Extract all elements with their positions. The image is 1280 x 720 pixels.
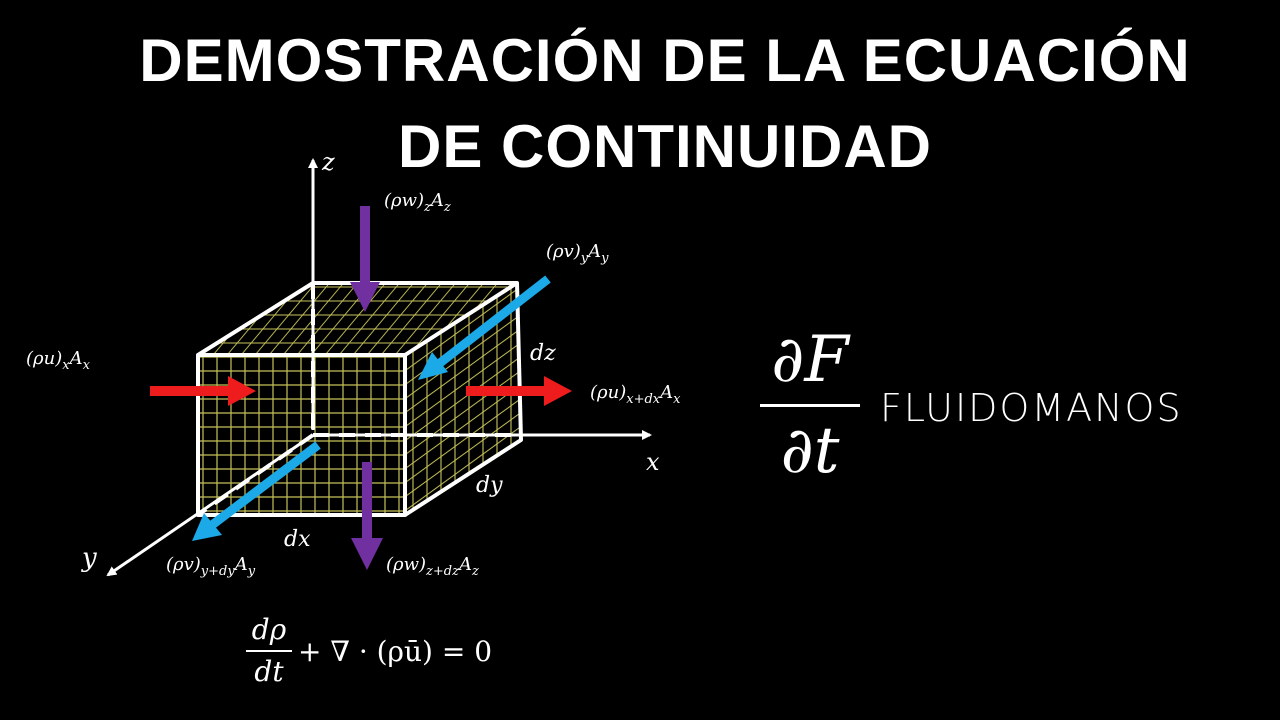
title-line-2: DE CONTINUIDAD (398, 113, 932, 180)
front-face (198, 355, 405, 515)
continuity-equation: dρ dt + ∇ · (ρū) = 0 (246, 606, 492, 696)
dim-label-dy: dy (476, 473, 503, 498)
brand-name: FLUIDOMANOS (880, 386, 1183, 430)
cube-edges (196, 281, 523, 517)
logo-denominator: ∂t (780, 414, 840, 488)
logo-numerator: ∂F (771, 323, 849, 397)
flux-label-w-in: (ρw)zAz (384, 190, 451, 215)
equation-denominator: dt (254, 655, 284, 688)
flux-label-u-out: (ρu)x+dxAx (590, 382, 681, 407)
axis-label-x: x (646, 448, 660, 476)
equation-fraction-bar (246, 650, 292, 652)
equation-numerator: dρ (251, 613, 287, 646)
arrow-w-out (351, 462, 383, 570)
axis-label-y: y (81, 543, 97, 573)
arrow-v-out (192, 441, 321, 541)
dim-label-dz: dz (530, 341, 556, 366)
logo-fraction: ∂F ∂t (760, 320, 860, 491)
title-line-1: DEMOSTRACIÓN DE LA ECUACIÓN (139, 27, 1191, 94)
top-face (198, 283, 517, 355)
equation-fraction: dρ dt (246, 612, 292, 690)
arrow-u-in (150, 376, 256, 406)
hidden-edge-diagonal (196, 433, 315, 517)
flux-label-v-in: (ρv)yAy (546, 241, 609, 266)
flux-label-u-in: (ρu)xAx (26, 348, 91, 373)
flux-label-v-out: (ρv)y+dyAy (166, 554, 256, 579)
page-title: DEMOSTRACIÓN DE LA ECUACIÓN DE CONTINUID… (0, 18, 1280, 190)
dim-label-dx: dx (284, 527, 311, 552)
equation-rest: + ∇ · (ρū) = 0 (298, 634, 493, 668)
arrow-w-in (350, 206, 380, 312)
flux-label-w-out: (ρw)z+dzAz (386, 554, 479, 579)
arrow-u-out (466, 376, 572, 406)
axis-label-z: z (321, 148, 335, 176)
arrow-v-in (418, 275, 551, 380)
logo-fraction-bar (760, 404, 860, 407)
